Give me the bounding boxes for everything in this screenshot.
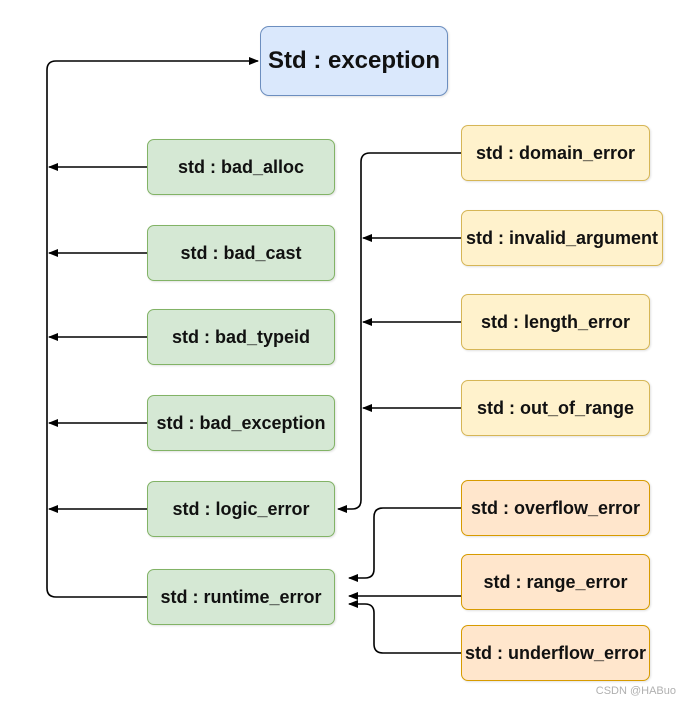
domain-error-node: std : domain_error	[461, 125, 650, 181]
length-error-node: std : length_error	[461, 294, 650, 350]
watermark-text: CSDN @HABuo	[595, 685, 676, 697]
range-error-node: std : range_error	[461, 554, 650, 610]
bad-typeid-node: std : bad_typeid	[147, 309, 335, 365]
overflow-error-connector	[348, 507, 461, 582]
underflow-error-node: std : underflow_error	[461, 625, 650, 681]
out-of-range-node: std : out_of_range	[461, 380, 650, 436]
std-exception-node: Std : exception	[260, 26, 448, 96]
bad-exception-node: std : bad_exception	[147, 395, 335, 451]
domain-error-connector	[337, 152, 461, 513]
logic-error-node: std : logic_error	[147, 481, 335, 537]
underflow-error-connector	[348, 600, 461, 654]
overflow-error-node: std : overflow_error	[461, 480, 650, 536]
bad-cast-node: std : bad_cast	[147, 225, 335, 281]
invalid-argument-node: std : invalid_argument	[461, 210, 663, 266]
bad-alloc-node: std : bad_alloc	[147, 139, 335, 195]
runtime-error-node: std : runtime_error	[147, 569, 335, 625]
spine-to-root-connector	[46, 57, 259, 598]
